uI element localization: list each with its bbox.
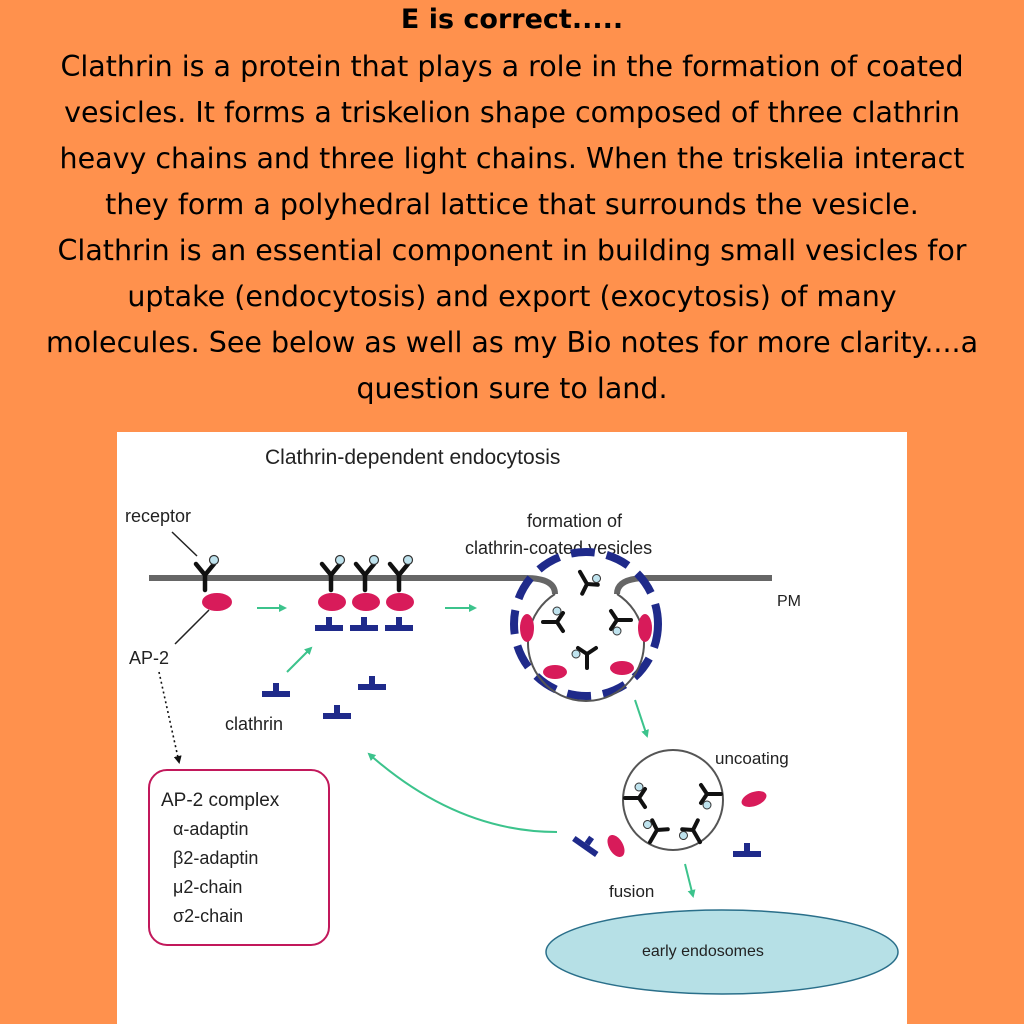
receptor-icon	[196, 556, 219, 591]
green-arrow	[634, 699, 649, 738]
formation-label: clathrin-coated vesicles	[465, 538, 652, 558]
ap2-complex-item: α-adaptin	[173, 819, 248, 839]
ap2-molecule	[318, 593, 346, 611]
clathrin-icon	[358, 676, 386, 690]
receptor-icon	[356, 556, 379, 591]
green-arrow	[286, 646, 313, 673]
early-endosome	[545, 909, 899, 995]
clathrin-coated-vesicle	[510, 548, 662, 703]
clathrin-icon	[262, 683, 290, 697]
explanation-line: vesicles. It forms a triskelion shape co…	[64, 96, 960, 129]
ap2-molecule	[352, 593, 380, 611]
explanation-line: molecules. See below as well as my Bio n…	[45, 326, 979, 359]
explanation-text: Clathrin is a protein that plays a role …	[0, 44, 1024, 412]
uncoated-vesicle	[622, 749, 724, 852]
clathrin-icon	[733, 843, 761, 857]
ap2-pointer	[174, 609, 210, 645]
explanation-line: Clathrin is a protein that plays a role …	[60, 50, 964, 83]
uncoating-label: uncoating	[715, 749, 789, 768]
early-endosomes-label: early endosomes	[642, 943, 764, 960]
clathrin-icon	[323, 705, 351, 719]
ap2-complex-item: β2-adaptin	[173, 848, 258, 868]
ap2-label: AP-2	[129, 648, 169, 668]
ap2-complex-item: σ2-chain	[173, 906, 243, 926]
endocytosis-diagram: Clathrin-dependent endocytosis PM recept…	[117, 432, 907, 1024]
ap2-dotted-arrow	[158, 671, 182, 764]
clathrin-icon	[572, 829, 604, 857]
explanation-line: they form a polyhedral lattice that surr…	[105, 188, 919, 221]
ap2-molecule	[202, 593, 232, 611]
recycling-arrow	[367, 752, 558, 833]
ap2-complex-title: AP-2 complex	[161, 790, 280, 811]
clathrin-label: clathrin	[225, 714, 283, 734]
ap2-molecule	[741, 791, 767, 807]
answer-title: E is correct.....	[400, 4, 624, 35]
formation-label: formation of	[527, 511, 623, 531]
explanation-line: heavy chains and three light chains. Whe…	[59, 142, 965, 175]
fusion-label: fusion	[609, 882, 654, 901]
receptor-icon	[390, 556, 413, 591]
receptor-pointer	[171, 531, 198, 557]
plasma-membrane	[149, 575, 772, 595]
ap2-molecule	[607, 835, 625, 857]
clathrin-icon	[350, 617, 378, 631]
ap2-complex-box	[148, 769, 330, 946]
receptor-label: receptor	[125, 506, 191, 526]
pm-label: PM	[777, 593, 801, 610]
ap2-molecule	[386, 593, 414, 611]
green-arrow	[684, 863, 696, 898]
receptor-icon	[322, 556, 345, 591]
explanation-line: Clathrin is an essential component in bu…	[57, 234, 967, 267]
explanation-line: uptake (endocytosis) and export (exocyto…	[127, 280, 897, 313]
diagram-title: Clathrin-dependent endocytosis	[265, 446, 560, 469]
clathrin-icon	[385, 617, 413, 631]
ap2-complex-item: μ2-chain	[173, 877, 242, 897]
explanation-line: question sure to land.	[356, 372, 668, 405]
clathrin-icon	[315, 617, 343, 631]
